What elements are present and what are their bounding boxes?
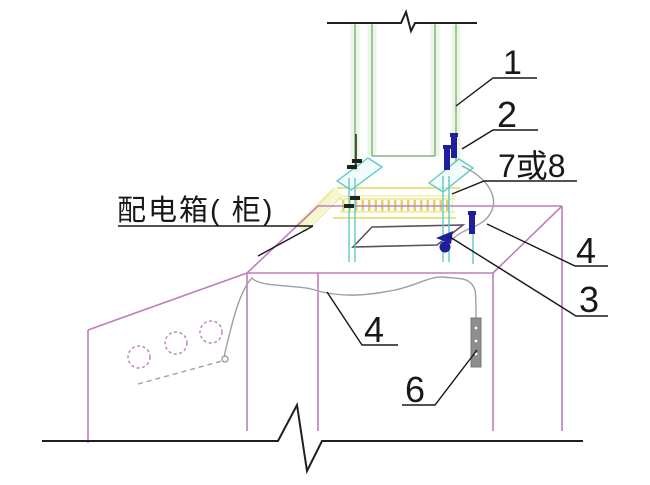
wire-connector-arrow-icon <box>436 231 453 244</box>
callout-3-leader <box>449 236 608 317</box>
left-conduit-bolts <box>344 134 362 208</box>
bolt-group <box>436 133 476 253</box>
ceiling-break-line <box>327 9 477 34</box>
cabinet-top-right-edge <box>492 205 563 274</box>
bolt-icon <box>444 147 450 170</box>
conduit-glow <box>350 25 461 172</box>
callout-1-label: 1 <box>503 44 522 82</box>
callout-4-mid-label: 4 <box>364 309 384 350</box>
knockout-hole-circle <box>164 331 188 355</box>
callout-4-right-label: 4 <box>576 230 596 271</box>
side-panel-top-edge <box>87 272 248 331</box>
knockout-hole-circle <box>199 320 223 344</box>
cabinet-top-opening <box>351 224 466 248</box>
callout-4-right-leader <box>486 223 608 267</box>
callout-6-label: 6 <box>405 369 425 410</box>
mounting-plate-left <box>335 157 384 191</box>
bolt-nut-icon <box>344 204 354 208</box>
callout-4-mid-leader <box>326 291 398 346</box>
callout-2-leader <box>461 129 538 150</box>
bolt-icon <box>451 135 457 158</box>
floor-break-line <box>42 401 583 475</box>
wire-loop <box>221 355 229 363</box>
callout-7or8-label: 7或8 <box>498 148 566 184</box>
callout-2-label: 2 <box>497 94 517 135</box>
wire-group <box>137 165 495 385</box>
mounting-plate-right <box>427 158 475 193</box>
conduit-group <box>354 23 457 170</box>
callout-lines <box>118 77 608 406</box>
terminal-strip-body <box>470 317 482 368</box>
knockout-hole-circle <box>127 345 151 369</box>
wire-path-main <box>223 276 477 358</box>
wire-path-hidden-dashed <box>137 360 223 385</box>
bolt-nut-icon <box>350 196 360 200</box>
bolt-icon <box>469 213 475 234</box>
callout-6-leader <box>402 349 478 406</box>
wire-connector-icon <box>439 241 451 253</box>
cabinet-outline <box>246 205 563 431</box>
cabinet-top-left-edge <box>246 205 319 274</box>
panel-label-leader <box>257 225 314 257</box>
wire-path-upper <box>451 165 495 241</box>
terminal-strip-hole <box>474 326 478 330</box>
callout-7or8-leader <box>451 180 577 195</box>
slab-left-edge-wedge <box>295 187 342 231</box>
panel-label: 配电箱( 柜) <box>117 194 274 227</box>
bolt-nut-icon <box>347 165 357 169</box>
callout-3-label: 3 <box>579 279 599 320</box>
bolt-nut-icon <box>352 159 362 163</box>
cabinet-side-panel <box>87 272 248 443</box>
terminal-strip-hole <box>474 339 478 343</box>
callout-1-leader <box>455 77 537 107</box>
terminal-strip <box>470 317 482 368</box>
